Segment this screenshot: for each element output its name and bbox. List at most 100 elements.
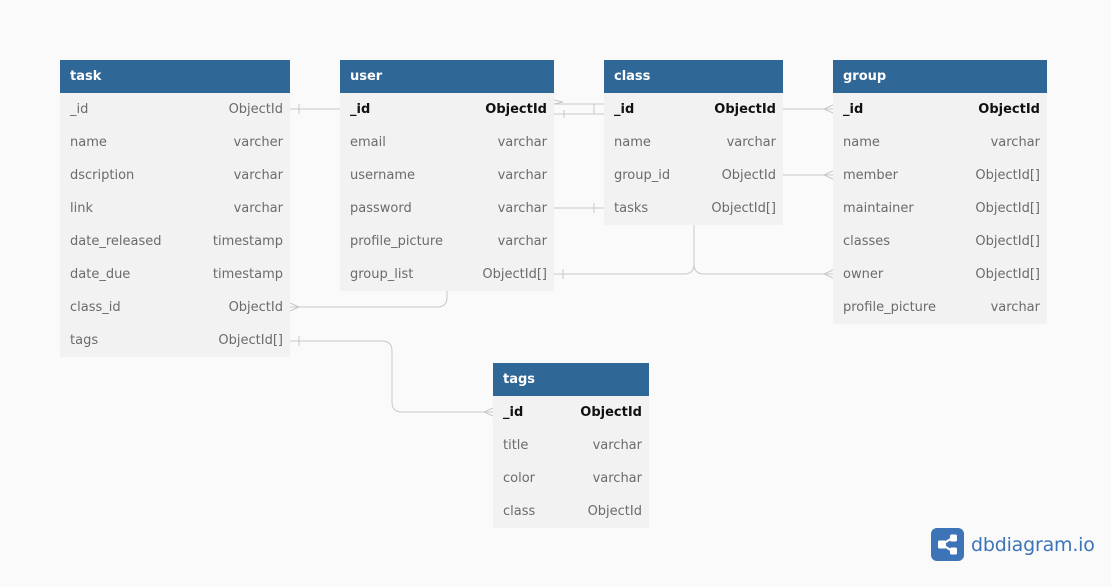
many-marker — [822, 269, 834, 279]
many-marker — [289, 302, 301, 312]
field-type: ObjectId — [580, 405, 642, 420]
field-type: varchar — [497, 234, 547, 249]
field-name: link — [70, 201, 93, 216]
field-name: member — [843, 168, 898, 183]
field-type: varchar — [990, 135, 1040, 150]
field-name: tasks — [614, 201, 649, 216]
field-name: _id — [350, 102, 371, 117]
field-row-tasks[interactable]: tasks ObjectId[] — [604, 192, 783, 225]
field-row-owner[interactable]: owner ObjectId[] — [833, 258, 1047, 291]
field-row-dscription[interactable]: dscription varchar — [60, 159, 290, 192]
field-row-date-released[interactable]: date_released timestamp — [60, 225, 290, 258]
field-name: _id — [843, 102, 864, 117]
field-row--id[interactable]: _id ObjectId — [493, 396, 649, 429]
field-type: ObjectId — [714, 102, 776, 117]
field-row-date-due[interactable]: date_due timestamp — [60, 258, 290, 291]
field-type: varchar — [726, 135, 776, 150]
field-type: ObjectId[] — [218, 333, 283, 348]
field-name: tags — [70, 333, 99, 348]
field-name: name — [614, 135, 651, 150]
relation-task-tags-tags-id — [290, 340, 493, 413]
field-name: color — [503, 471, 536, 486]
field-row-password[interactable]: password varchar — [340, 192, 554, 225]
field-type: varchar — [497, 135, 547, 150]
field-type: varchar — [233, 168, 283, 183]
field-type: varchar — [592, 438, 642, 453]
field-name: name — [843, 135, 880, 150]
many-marker — [482, 407, 494, 417]
field-row-profile-picture[interactable]: profile_picture varchar — [340, 225, 554, 258]
field-name: class_id — [70, 300, 121, 315]
field-name: title — [503, 438, 529, 453]
field-type: ObjectId — [721, 168, 776, 183]
field-type: ObjectId — [587, 504, 642, 519]
field-type: ObjectId — [485, 102, 547, 117]
field-type: varchar — [592, 471, 642, 486]
field-row--id[interactable]: _id ObjectId — [340, 93, 554, 126]
field-type: varchar — [497, 201, 547, 216]
field-row-link[interactable]: link varchar — [60, 192, 290, 225]
table-header[interactable]: class — [604, 60, 783, 93]
field-type: ObjectId[] — [711, 201, 776, 216]
field-type: ObjectId[] — [975, 201, 1040, 216]
table-header[interactable]: tags — [493, 363, 649, 396]
field-name: owner — [843, 267, 884, 282]
field-name: date_released — [70, 234, 162, 249]
table-header[interactable]: group — [833, 60, 1047, 93]
field-type: ObjectId[] — [975, 168, 1040, 183]
field-row-email[interactable]: email varchar — [340, 126, 554, 159]
relation-user-grouplist-class — [554, 263, 695, 275]
field-row-member[interactable]: member ObjectId[] — [833, 159, 1047, 192]
field-name: group_list — [350, 267, 414, 282]
field-name: password — [350, 201, 412, 216]
field-row-tags[interactable]: tags ObjectId[] — [60, 324, 290, 357]
brand-name: dbdiagram.io — [971, 533, 1095, 556]
table-header[interactable]: user — [340, 60, 554, 93]
field-row-color[interactable]: color varchar — [493, 462, 649, 495]
relation-class-group-owner — [693, 224, 833, 275]
field-type: timestamp — [212, 267, 283, 282]
field-name: profile_picture — [843, 300, 936, 315]
field-type: varchar — [990, 300, 1040, 315]
field-type: ObjectId — [228, 300, 283, 315]
field-name: username — [350, 168, 415, 183]
field-name: email — [350, 135, 386, 150]
field-type: timestamp — [212, 234, 283, 249]
many-marker — [822, 104, 834, 114]
field-row-name[interactable]: name varchar — [604, 126, 783, 159]
table-header[interactable]: task — [60, 60, 290, 93]
field-name: date_due — [70, 267, 131, 282]
field-row-class-id[interactable]: class_id ObjectId — [60, 291, 290, 324]
field-row-name[interactable]: name varchar — [833, 126, 1047, 159]
field-type: ObjectId — [228, 102, 283, 117]
many-marker — [822, 170, 834, 180]
field-row--id[interactable]: _id ObjectId — [604, 93, 783, 126]
field-row-title[interactable]: title varchar — [493, 429, 649, 462]
field-row-profile-picture[interactable]: profile_picture varchar — [833, 291, 1047, 324]
field-type: ObjectId[] — [975, 234, 1040, 249]
field-name: profile_picture — [350, 234, 443, 249]
field-row-group-id[interactable]: group_id ObjectId — [604, 159, 783, 192]
field-name: _id — [614, 102, 635, 117]
field-type: varchar — [233, 201, 283, 216]
field-type: ObjectId[] — [975, 267, 1040, 282]
field-name: _id — [503, 405, 524, 420]
field-name: dscription — [70, 168, 135, 183]
brand-logo: dbdiagram.io — [931, 528, 1095, 561]
field-name: group_id — [614, 168, 671, 183]
share-nodes-icon — [931, 528, 964, 561]
